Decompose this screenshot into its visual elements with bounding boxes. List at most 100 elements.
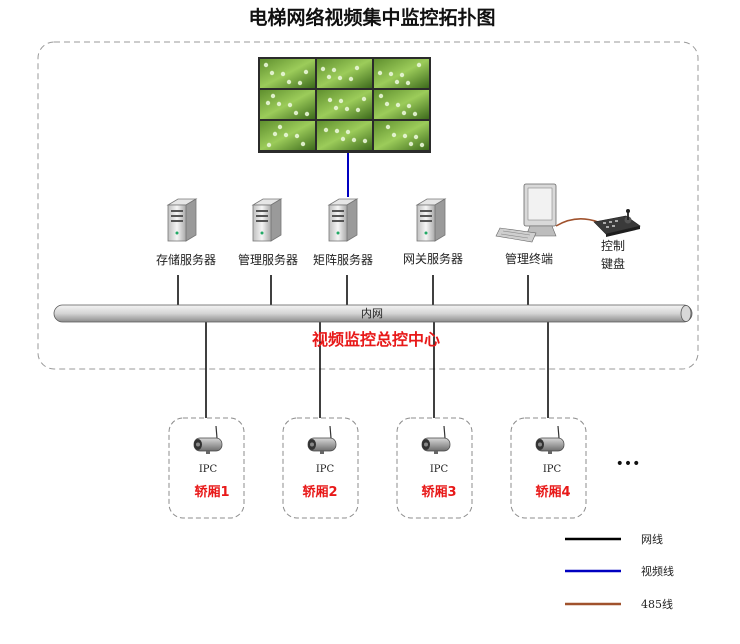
screen-highlight [269, 70, 275, 76]
keyboard-label-line2: 键盘 [601, 256, 625, 271]
screen-highlight [361, 96, 367, 102]
server-label-gateway: 网关服务器 [403, 251, 463, 266]
screen-highlight [326, 74, 332, 80]
screen-highlight [416, 62, 422, 68]
camera-network-drops [205, 322, 549, 420]
screen-highlight [351, 137, 357, 143]
legend-label-485: 485线 [641, 597, 673, 611]
screen-highlight [303, 69, 309, 75]
screen-highlight [297, 80, 303, 86]
server-icon [251, 198, 283, 242]
screen-highlight [294, 133, 300, 139]
elevator-car-3 [396, 417, 473, 519]
elevator-car-1 [168, 417, 245, 519]
server-icon [415, 198, 447, 242]
screen-highlight [300, 141, 306, 147]
screen-highlight [408, 141, 414, 147]
screen-highlight [419, 142, 425, 148]
car-name-label: 轿厢1 [194, 484, 229, 500]
car-name-label: 轿厢2 [302, 484, 337, 500]
control-center-label: 视频监控总控中心 [312, 330, 440, 349]
computer-icon [495, 183, 557, 243]
screen-highlight [270, 93, 276, 99]
screen-highlight [277, 124, 283, 130]
screen-highlight [304, 111, 310, 117]
screen-highlight [331, 67, 337, 73]
device-network-drops [177, 275, 529, 305]
ip-camera-icon [421, 425, 451, 454]
screen-highlight [348, 76, 354, 82]
video-wall [258, 57, 431, 153]
screen-highlight [334, 128, 340, 134]
terminal-label: 管理终端 [505, 251, 553, 266]
screen-highlight [345, 129, 351, 135]
screen-highlight [402, 133, 408, 139]
screen-highlight [354, 65, 360, 71]
video-wall-screen [317, 90, 372, 119]
ip-camera-icon [535, 425, 565, 454]
screen-highlight [340, 136, 346, 142]
video-wall-screen [374, 90, 429, 119]
elevator-car-2 [282, 417, 359, 519]
screen-highlight [287, 102, 293, 108]
diagram-title: 电梯网络视频集中监控拓扑图 [248, 6, 495, 29]
screen-highlight [377, 70, 383, 76]
management-terminal [495, 183, 557, 243]
control-keyboard-icon [593, 209, 641, 237]
screen-highlight [265, 100, 271, 106]
screen-highlight [344, 106, 350, 112]
screen-highlight [266, 142, 272, 148]
legend-label-video: 视频线 [641, 564, 674, 578]
screen-highlight [320, 66, 326, 72]
ip-camera-icon [307, 425, 337, 454]
legend: 网线 视频线 485线 [565, 532, 674, 611]
ip-camera-icon [193, 425, 223, 454]
server-label-matrix: 矩阵服务器 [313, 252, 373, 267]
camera-type-label: IPC [316, 464, 335, 475]
server-icon [327, 198, 359, 242]
control-center-boundary [37, 41, 699, 370]
intranet-backbone [53, 304, 693, 323]
video-wall-screen [317, 121, 372, 150]
screen-highlight [337, 75, 343, 81]
screen-highlight [263, 62, 269, 68]
screen-highlight [394, 79, 400, 85]
server-matrix [327, 198, 359, 242]
server-storage [166, 198, 198, 242]
screen-highlight [362, 138, 368, 144]
intranet-label: 内网 [361, 306, 383, 320]
screen-highlight [388, 71, 394, 77]
elevator-car-4 [510, 417, 587, 519]
screen-highlight [401, 110, 407, 116]
screen-highlight [327, 97, 333, 103]
rs485-line [555, 218, 599, 227]
screen-highlight [391, 132, 397, 138]
car-name-label: 轿厢4 [535, 484, 570, 500]
camera-type-label: IPC [199, 464, 218, 475]
screen-highlight [333, 105, 339, 111]
screen-highlight [378, 93, 384, 99]
server-gateway [415, 198, 447, 242]
screen-highlight [286, 79, 292, 85]
screen-highlight [395, 102, 401, 108]
camera-type-label: IPC [543, 464, 562, 475]
server-icon [166, 198, 198, 242]
screen-highlight [413, 134, 419, 140]
screen-highlight [385, 124, 391, 130]
screen-highlight [412, 111, 418, 117]
screen-highlight [355, 107, 361, 113]
car-name-label: 轿厢3 [421, 484, 456, 500]
legend-label-network: 网线 [641, 532, 663, 546]
keyboard-label-line1: 控制 [601, 239, 625, 253]
screen-highlight [406, 103, 412, 109]
server-management [251, 198, 283, 242]
screen-highlight [338, 98, 344, 104]
screen-highlight [283, 132, 289, 138]
screen-highlight [323, 127, 329, 133]
screen-highlight [280, 71, 286, 77]
screen-highlight [272, 131, 278, 137]
camera-type-label: IPC [430, 464, 449, 475]
screen-highlight [405, 80, 411, 86]
more-cameras-ellipsis: ••• [616, 456, 641, 472]
